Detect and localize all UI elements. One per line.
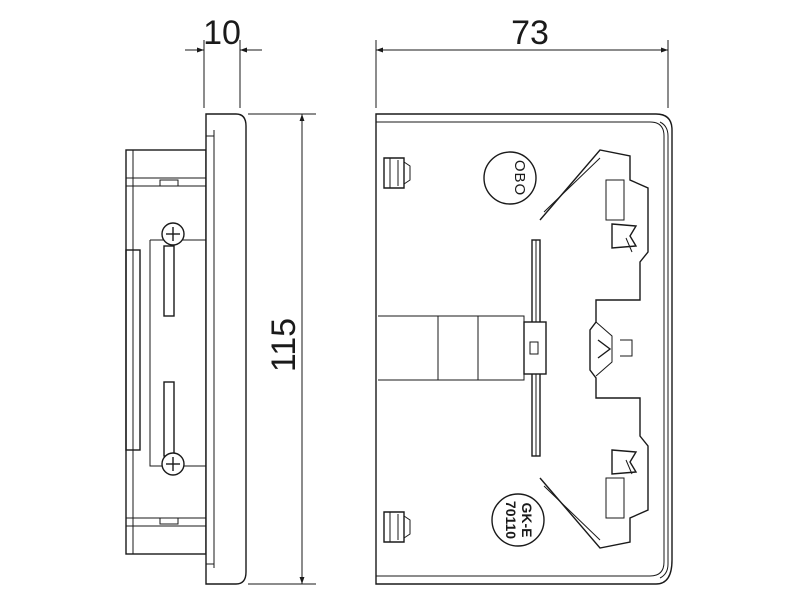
dimension-label-width-small: 10 [203,14,241,52]
logo-text: OBO [511,160,528,196]
dimension-width-large: 73 [375,14,669,108]
screw-top-icon [161,222,185,246]
front-view: OBO GK-E 70110 [375,113,673,585]
side-view [125,113,247,585]
part-number-text: 70110 [503,501,519,539]
dimension-height: 115 [248,113,316,585]
screw-bottom-icon [161,452,185,476]
part-label-badge: GK-E 70110 [491,493,545,547]
dimension-width-small: 10 [185,14,262,108]
dimension-label-width-large: 73 [511,14,549,52]
logo-badge: OBO [483,151,537,205]
model-text: GK-E [519,503,535,538]
dimension-label-height: 115 [265,318,303,372]
